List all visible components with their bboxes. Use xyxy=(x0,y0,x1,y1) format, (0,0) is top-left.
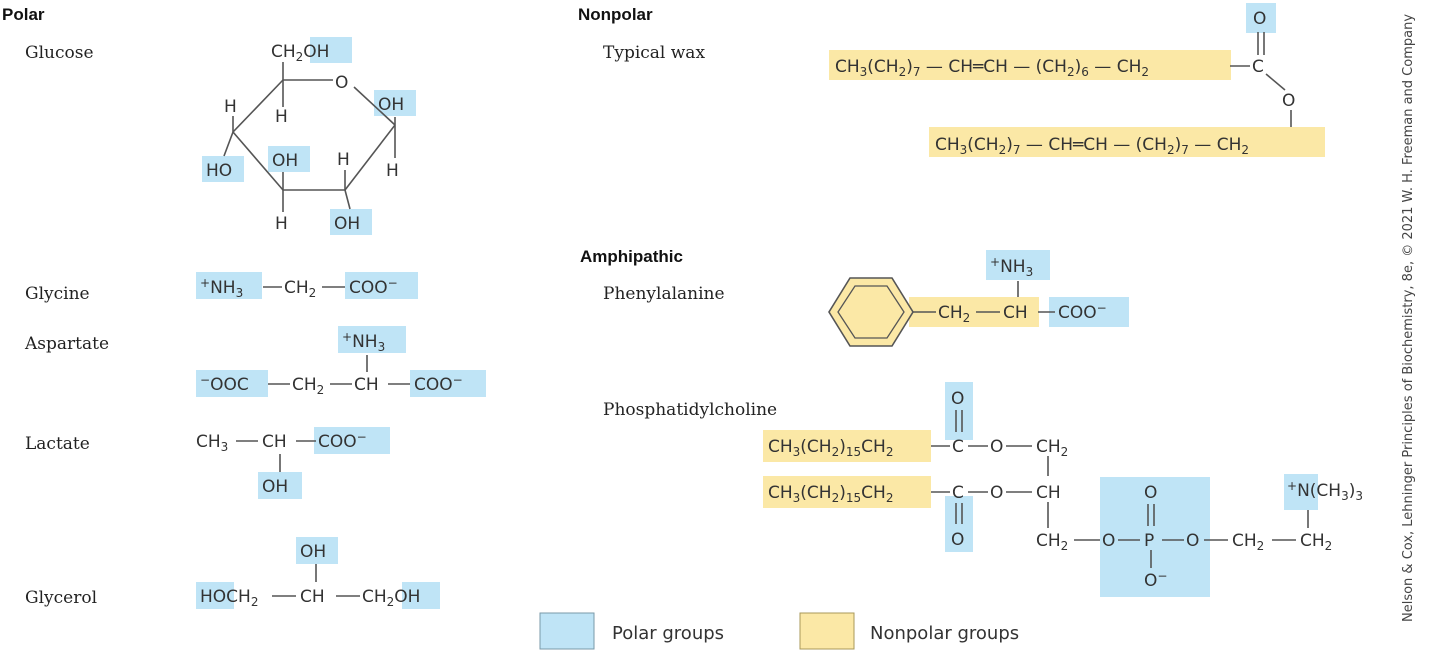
svg-text:H: H xyxy=(275,107,288,127)
svg-text:COO−: COO− xyxy=(1058,301,1107,323)
svg-text:CH3(CH2)15CH2: CH3(CH2)15CH2 xyxy=(768,437,893,459)
svg-text:CH3(CH2)15CH2: CH3(CH2)15CH2 xyxy=(768,483,893,505)
wax-structure: O CH3(CH2)7 — CH═CH — (CH2)6 — CH2 C O C… xyxy=(829,3,1325,157)
svg-text:P: P xyxy=(1144,531,1154,551)
glycerol-structure: OH HOCH2 CH CH2OH xyxy=(196,537,440,609)
svg-text:O: O xyxy=(951,530,964,550)
svg-text:H: H xyxy=(337,150,350,170)
svg-text:+N(CH3)3: +N(CH3)3 xyxy=(1287,479,1363,503)
legend-nonpolar-label: Nonpolar groups xyxy=(870,623,1019,644)
svg-text:COO−: COO− xyxy=(349,276,398,298)
lactate-structure: CH3 CH COO− OH xyxy=(196,427,390,499)
label-glycine: Glycine xyxy=(25,284,90,304)
svg-text:H: H xyxy=(275,214,288,234)
polar-highlight xyxy=(330,209,372,235)
svg-text:CH2OH: CH2OH xyxy=(271,42,329,64)
label-wax: Typical wax xyxy=(603,43,705,63)
glycine-structure: +NH3 CH2 COO− xyxy=(196,272,418,300)
svg-text:OH: OH xyxy=(378,95,404,115)
credit-line: Nelson & Cox, Lehninger Principles of Bi… xyxy=(1401,14,1416,622)
svg-text:+NH3: +NH3 xyxy=(990,255,1033,279)
heading-polar: Polar xyxy=(2,5,45,24)
phosphatidylcholine-structure: O CH3(CH2)15CH2 C O CH2 CH3(CH2)15CH2 C … xyxy=(763,382,1363,597)
label-lactate: Lactate xyxy=(25,434,90,454)
svg-text:O: O xyxy=(1253,9,1266,29)
svg-text:CH2: CH2 xyxy=(1300,531,1332,553)
aspartate-structure: +NH3 −OOC CH2 CH COO− xyxy=(196,326,486,397)
svg-text:O: O xyxy=(1282,91,1295,111)
legend: Polar groups Nonpolar groups xyxy=(539,612,1019,650)
glucose-structure: CH2OH O OH H H HO OH H H H OH xyxy=(202,37,416,235)
svg-text:CH2: CH2 xyxy=(284,278,316,300)
heading-amphipathic: Amphipathic xyxy=(580,247,683,266)
svg-text:CH: CH xyxy=(354,375,379,395)
svg-text:O: O xyxy=(1102,531,1115,551)
label-aspartate: Aspartate xyxy=(24,334,109,354)
svg-text:+NH3: +NH3 xyxy=(342,330,385,354)
svg-text:CH3(CH2)7 — CH═CH — (CH2)7 — C: CH3(CH2)7 — CH═CH — (CH2)7 — CH2 xyxy=(935,135,1249,157)
svg-text:C: C xyxy=(952,483,964,503)
legend-polar-label: Polar groups xyxy=(612,623,724,644)
polar-highlight xyxy=(268,146,310,172)
label-glycerol: Glycerol xyxy=(25,588,97,608)
svg-text:CH: CH xyxy=(300,587,325,607)
svg-text:+NH3: +NH3 xyxy=(200,276,243,300)
svg-text:CH2: CH2 xyxy=(938,303,970,325)
svg-text:CH2: CH2 xyxy=(1036,531,1068,553)
svg-text:COO−: COO− xyxy=(414,373,463,395)
svg-text:C: C xyxy=(952,437,964,457)
svg-text:OH: OH xyxy=(262,477,288,497)
heading-nonpolar: Nonpolar xyxy=(578,5,653,24)
svg-text:O: O xyxy=(335,73,348,93)
label-phenylalanine: Phenylalanine xyxy=(603,284,725,304)
svg-text:CH2: CH2 xyxy=(1232,531,1264,553)
svg-text:CH3: CH3 xyxy=(196,432,228,454)
label-glucose: Glucose xyxy=(25,43,94,63)
label-phosphatidylcholine: Phosphatidylcholine xyxy=(603,400,777,420)
svg-text:CH3(CH2)7 — CH═CH — (CH2)6 — C: CH3(CH2)7 — CH═CH — (CH2)6 — CH2 xyxy=(835,57,1149,79)
svg-text:O: O xyxy=(1144,483,1157,503)
svg-text:CH: CH xyxy=(262,432,287,452)
svg-text:HOCH2: HOCH2 xyxy=(200,587,258,609)
legend-nonpolar-swatch xyxy=(799,612,855,650)
svg-text:OH: OH xyxy=(334,214,360,234)
svg-text:CH: CH xyxy=(1036,483,1061,503)
polar-highlight xyxy=(310,37,352,63)
svg-text:O: O xyxy=(990,437,1003,457)
svg-text:COO−: COO− xyxy=(318,430,367,452)
polar-highlight xyxy=(202,156,244,182)
svg-text:CH2OH: CH2OH xyxy=(362,587,420,609)
svg-text:CH: CH xyxy=(1003,303,1028,323)
svg-text:O: O xyxy=(990,483,1003,503)
svg-text:−OOC: −OOC xyxy=(200,373,249,395)
svg-text:OH: OH xyxy=(300,542,326,562)
svg-text:H: H xyxy=(386,161,399,181)
svg-text:O: O xyxy=(1186,531,1199,551)
svg-text:CH2: CH2 xyxy=(292,375,324,397)
svg-text:H: H xyxy=(224,97,237,117)
phenylalanine-structure: +NH3 CH2 CH COO− xyxy=(828,250,1129,347)
svg-text:O: O xyxy=(951,389,964,409)
svg-text:C: C xyxy=(1252,57,1264,77)
svg-text:CH2: CH2 xyxy=(1036,437,1068,459)
legend-polar-swatch xyxy=(539,612,595,650)
svg-text:OH: OH xyxy=(272,151,298,171)
svg-text:HO: HO xyxy=(206,161,232,181)
